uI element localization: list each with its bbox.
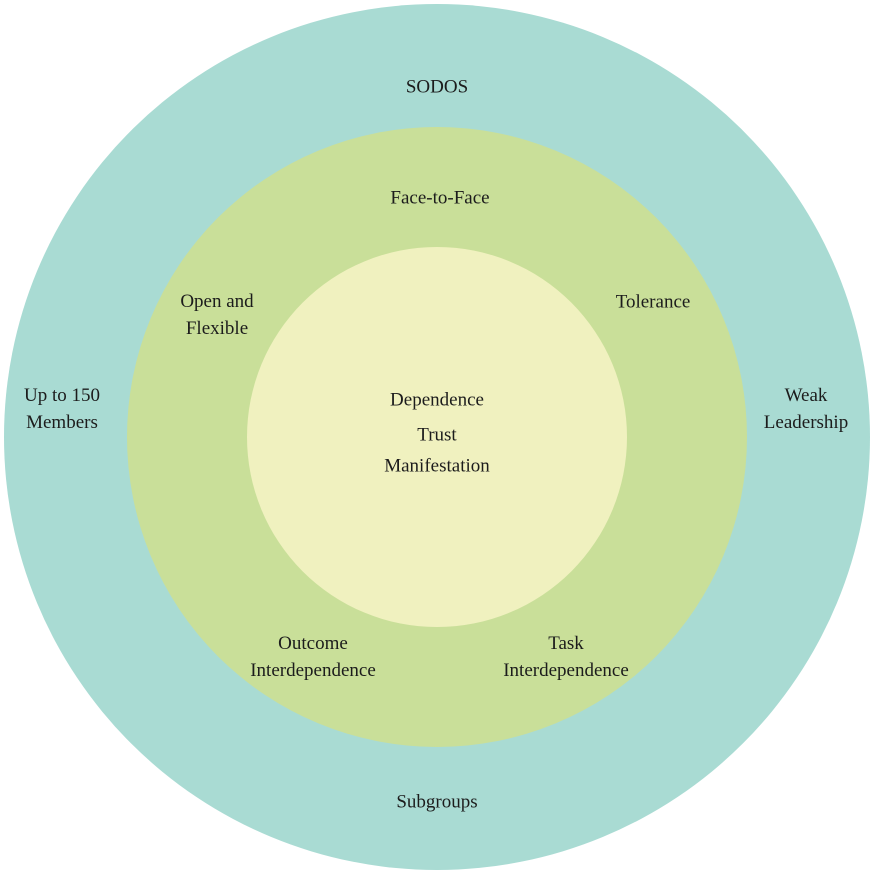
label-manifestation: Manifestation (384, 455, 490, 477)
label-dependence: Dependence (390, 389, 484, 411)
label-face-to-face: Face-to-Face (390, 187, 490, 209)
label-outcome-interdependence: Outcome Interdependence (250, 633, 376, 681)
label-open-and-flexible: Open and Flexible (180, 291, 254, 339)
inner-circle (247, 247, 627, 627)
label-subgroups: Subgroups (396, 791, 478, 813)
label-trust: Trust (417, 424, 457, 446)
label-task-interdependence: Task Interdependence (503, 633, 629, 681)
label-sodos: SODOS (405, 76, 469, 98)
label-tolerance: Tolerance (615, 291, 691, 313)
label-up-to-150-members: Up to 150 Members (24, 385, 100, 433)
label-weak-leadership: Weak Leadership (763, 385, 849, 433)
